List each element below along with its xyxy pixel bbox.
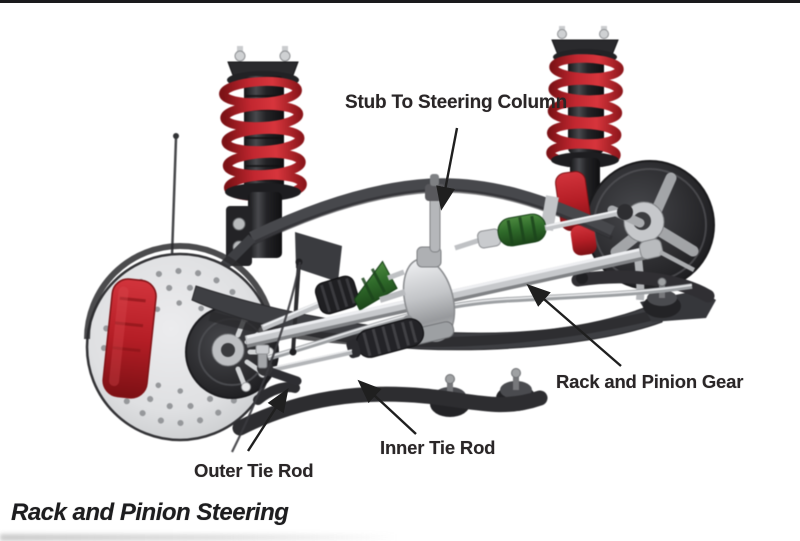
arrow-inner-tie-rod [357,379,417,435]
brake-hose [231,261,302,453]
arrow-rack-and-pinion-gear [526,283,622,367]
callout-outer-tie-rod: Outer Tie Rod [194,460,314,481]
right-cv-axle [454,204,633,251]
callout-inner-tie-rod: Inner Tie Rod [380,437,496,458]
arrow-outer-tie-rod [246,387,289,452]
left-cv-boot-rubber [314,275,360,315]
right-coil-spring [546,54,624,168]
callout-rack-and-pinion-gear: Rack and Pinion Gear [556,371,744,392]
arrow-stub-to-steering-column [436,127,459,211]
figure-title: Rack and Pinion Steering [11,499,289,526]
rack-bellows-boot [346,318,425,359]
left-brake-caliper [102,278,157,399]
right-coilover-strut [546,26,624,216]
right-control-arm [571,270,715,303]
callout-stub-to-steering-column: Stub To Steering Column [345,92,567,113]
steering-rack [244,174,696,386]
left-cv-boot-green [353,260,398,311]
left-cv-axle [260,260,405,332]
top-edge-bar [0,0,800,3]
left-coilover-strut [219,46,307,266]
cropped-text-smudge [0,534,398,541]
inner-tie-rod-part [269,349,353,373]
sway-bar [267,258,693,361]
brake-sensor-rod [170,133,179,257]
right-cv-boot-green [497,213,547,247]
